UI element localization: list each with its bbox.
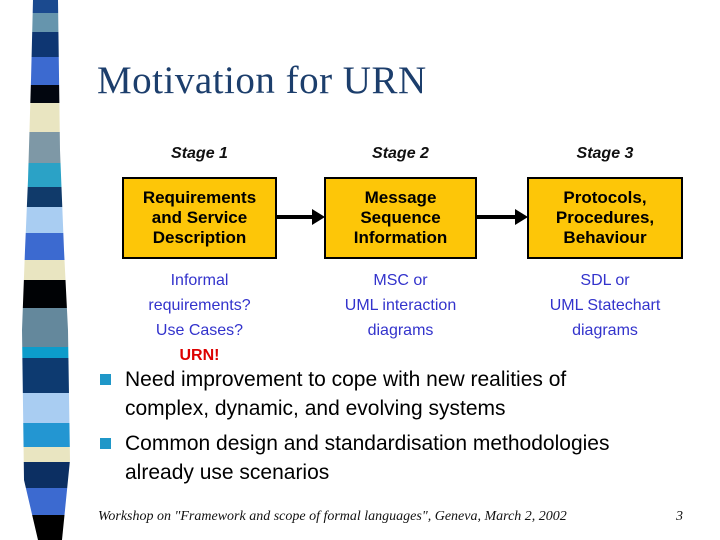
filmstrip-block <box>22 0 70 13</box>
stage-column-2: Stage 2 Message Sequence Information MSC… <box>324 144 477 343</box>
filmstrip-block <box>22 13 70 32</box>
filmstrip-block <box>22 358 70 393</box>
stage-3-box-line: Behaviour <box>563 228 647 247</box>
flow-arrow-1 <box>277 209 325 225</box>
stage-2-note-line: diagrams <box>367 322 434 339</box>
urn-highlight-label: URN! <box>179 347 220 364</box>
filmstrip-block <box>22 187 70 207</box>
stage-3-box-line: Procedures, <box>555 208 655 227</box>
filmstrip-block <box>22 233 70 260</box>
filmstrip-block <box>22 57 70 85</box>
filmstrip-block <box>22 280 70 308</box>
page-number: 3 <box>676 509 683 524</box>
filmstrip-block <box>22 488 70 515</box>
stage-1-label: Stage 1 <box>171 145 228 162</box>
bullet-text-line: already use scenarios <box>125 461 330 484</box>
bullet-text-line: complex, dynamic, and evolving systems <box>125 397 506 420</box>
stage-2-box: Message Sequence Information <box>324 177 477 259</box>
stage-column-1: Stage 1 Requirements and Service Descrip… <box>122 144 277 368</box>
filmstrip-block <box>22 447 70 462</box>
page-title: Motivation for URN <box>97 59 427 102</box>
filmstrip-block <box>22 163 70 187</box>
stage-1-box-line: Requirements <box>142 188 257 207</box>
filmstrip-block <box>22 85 70 103</box>
stage-3-note-line: UML Statechart <box>549 297 661 314</box>
stage-2-note-line: MSC or <box>373 272 428 289</box>
filmstrip-block <box>22 260 70 280</box>
stage-1-box-line: and Service <box>151 208 248 227</box>
stage-1-note: Informal requirements? Use Cases? URN! <box>122 268 277 368</box>
stage-3-label: Stage 3 <box>576 145 634 162</box>
stage-3-note-line: SDL or <box>580 272 630 289</box>
filmstrip-block <box>22 515 70 540</box>
stage-1-note-line: Informal requirements? <box>148 272 251 314</box>
stage-column-3: Stage 3 Protocols, Procedures, Behaviour… <box>527 144 683 343</box>
stage-2-box-line: Message <box>364 188 437 207</box>
stage-3-note-line: diagrams <box>572 322 638 339</box>
bullet-text-line: Need improvement to cope with new realit… <box>125 368 567 391</box>
bullet-list: Need improvement to cope with new realit… <box>98 365 693 493</box>
bullet-text-line: Common design and standardisation method… <box>125 432 610 455</box>
stage-1-note-line: Use Cases? <box>155 322 244 339</box>
filmstrip-block <box>22 393 70 423</box>
stage-2-note-line: UML interaction <box>344 297 457 314</box>
filmstrip-block <box>22 207 70 233</box>
stage-1-box: Requirements and Service Description <box>122 177 277 259</box>
filmstrip-block <box>22 347 70 358</box>
footer-text: Workshop on "Framework and scope of form… <box>98 509 567 524</box>
filmstrip-block <box>22 308 70 347</box>
stage-2-box-line: Information <box>353 228 448 247</box>
stage-2-label: Stage 2 <box>372 145 429 162</box>
flow-arrow-2 <box>477 209 528 225</box>
filmstrip-block <box>22 462 70 488</box>
filmstrip-block <box>22 32 70 57</box>
decorative-filmstrip <box>22 0 70 540</box>
stage-3-box-line: Protocols, <box>563 188 647 207</box>
stage-3-box: Protocols, Procedures, Behaviour <box>527 177 683 259</box>
stage-2-box-line: Sequence <box>360 208 441 227</box>
bullet-item: Need improvement to cope with new realit… <box>98 365 693 423</box>
bullet-item: Common design and standardisation method… <box>98 429 693 487</box>
stage-1-box-line: Description <box>152 228 247 247</box>
stage-3-note: SDL or UML Statechart diagrams <box>527 268 683 343</box>
stage-2-note: MSC or UML interaction diagrams <box>324 268 477 343</box>
filmstrip-block <box>22 132 70 163</box>
filmstrip-block <box>22 423 70 447</box>
filmstrip-block <box>22 103 70 132</box>
